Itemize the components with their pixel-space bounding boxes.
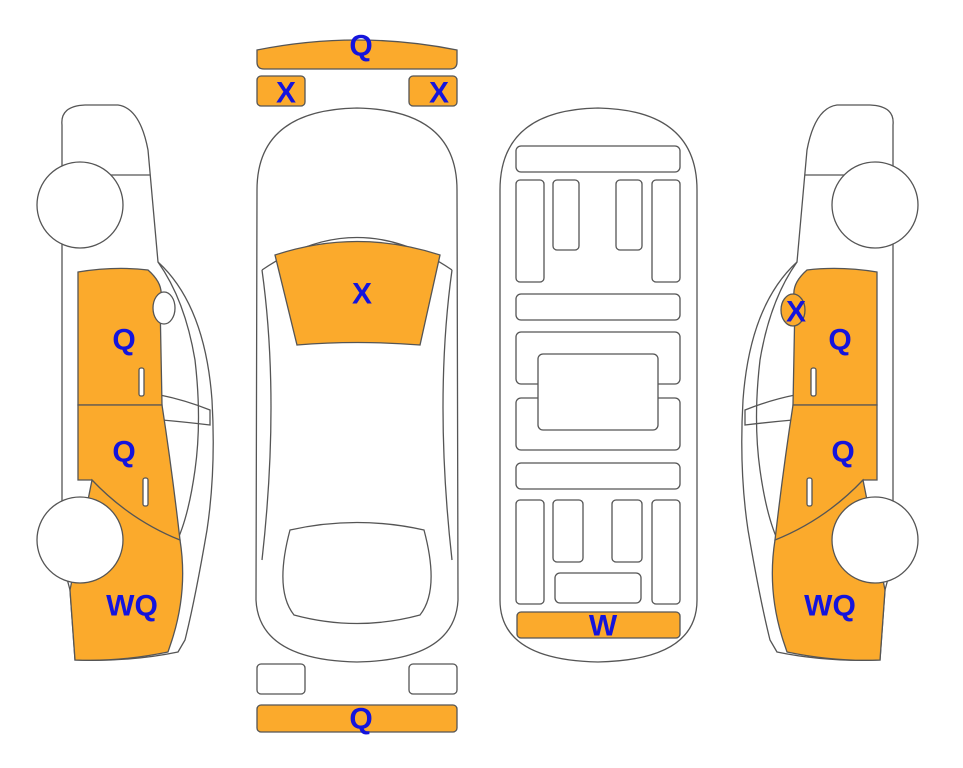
left-front-door-label: Q [112,324,135,357]
underbody-rear-label: W [589,610,618,643]
left-taillight [256,663,306,695]
front-bumper-label: Q [349,30,372,63]
right-rear-wheel [831,496,919,584]
front-bumper-damage[interactable] [256,39,458,70]
right-headlight-damage[interactable] [408,75,458,107]
windshield-label: X [352,278,372,311]
right-rear-handle-icon [806,477,813,507]
left-headlight-label: X [276,77,296,110]
left-headlight-damage[interactable] [256,75,306,107]
left-rear-quarter-label: WQ [106,590,158,623]
right-front-handle-icon [810,367,817,397]
windshield-damage[interactable] [274,240,441,346]
right-mirror-window-label: X [786,296,806,329]
left-rear-door-label: Q [112,436,135,469]
left-rear-handle-icon [142,477,149,507]
right-rear-door-label: Q [831,436,854,469]
right-mirror-window-damage[interactable] [780,293,806,327]
top-view: Q X X X Q [255,30,459,736]
left-front-handle-icon [138,367,145,397]
right-side-view: X Q Q WQ [741,104,919,661]
right-rear-quarter-label: WQ [804,590,856,623]
right-headlight-label: X [429,77,449,110]
left-mirror [152,291,176,325]
left-side-view: Q Q WQ [36,104,214,661]
rear-bumper-label: Q [349,703,372,736]
rear-bumper-damage[interactable] [256,704,458,733]
right-taillight [408,663,458,695]
right-front-door-label: Q [828,324,851,357]
underbody-rear-damage[interactable] [516,611,681,639]
left-rear-wheel [36,496,124,584]
left-front-wheel [36,161,124,249]
right-front-wheel [831,161,919,249]
underbody-view: W [499,107,698,663]
